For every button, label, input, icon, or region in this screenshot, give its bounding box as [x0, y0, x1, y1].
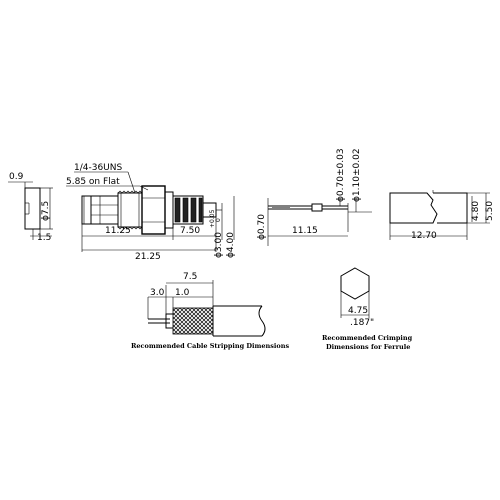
ferrule-dim-length: 12.70: [411, 231, 437, 241]
crimping-view: 4.75 .187" Recommended Crimping Dimensio…: [322, 267, 413, 351]
hex-nut: [141, 185, 166, 235]
pin-dim-length: 11.15: [292, 226, 318, 236]
dim-overall-length: 21.25: [135, 252, 161, 262]
strip-dim-a: 3.0: [150, 288, 165, 298]
ferrule-dim-inner: 4.80: [471, 201, 481, 221]
dim-body-length: 11.25: [105, 226, 131, 236]
cable-stripping-view: 7.5 3.0 1.0 Recommended Cable Stripping …: [131, 272, 289, 350]
end-view-dim-width: 1.5: [37, 233, 51, 243]
end-view-outline: [24, 187, 41, 230]
connector-side-view: 1/4-36UNS 5.85 on Flat 11.25 7.50 21.25 …: [66, 163, 236, 262]
thread-note: 1/4-36UNS: [74, 163, 123, 173]
dim-diameter-4: ϕ4.00: [226, 232, 236, 258]
stripping-caption: Recommended Cable Stripping Dimensions: [131, 342, 289, 350]
ferrule-outline: [389, 192, 438, 224]
ferrule-dim-outer: 5.50: [485, 201, 495, 221]
connector-front-cap: [81, 195, 92, 225]
dim-diameter-3: ϕ3.00: [214, 232, 224, 258]
pin-dim-left-dia: ϕ0.70: [257, 214, 267, 240]
crimp-dim-hex: 4.75: [348, 306, 368, 316]
end-view: 0.9 ϕ7.5 1.5: [8, 172, 53, 243]
pin-view: 11.15 ϕ0.70 ϕ0.70±0.03 ϕ1.10±0.02: [257, 148, 372, 246]
pin-dim-pin-dia: ϕ0.70±0.03: [336, 148, 346, 202]
crimping-caption-line1: Recommended Crimping: [322, 334, 413, 342]
strip-dim-b: 1.0: [175, 288, 190, 298]
cable-braid: [172, 307, 214, 335]
pin-body: [311, 203, 323, 212]
dim-diameter-3-tol-upper: +0.05: [209, 209, 216, 228]
ferrule-view: 12.70 4.80 5.50: [389, 190, 495, 241]
end-view-dim-thickness: 0.9: [9, 172, 24, 182]
crimping-caption-line2: Dimensions for Ferrule: [326, 343, 410, 351]
crimp-dim-hex-inch: .187": [350, 318, 374, 328]
flat-note: 5.85 on Flat: [66, 177, 120, 187]
end-view-dim-diameter: ϕ7.5: [41, 201, 51, 221]
dim-diameter-3-tol-lower: 0: [215, 218, 222, 222]
dim-crimp-length: 7.50: [180, 226, 200, 236]
crimp-hexagon: [340, 267, 370, 300]
thread-section: [117, 190, 143, 230]
pin-dim-body-dia: ϕ1.10±0.02: [352, 148, 362, 202]
strip-dim-overall: 7.5: [183, 272, 197, 282]
connector-body: [90, 195, 119, 225]
